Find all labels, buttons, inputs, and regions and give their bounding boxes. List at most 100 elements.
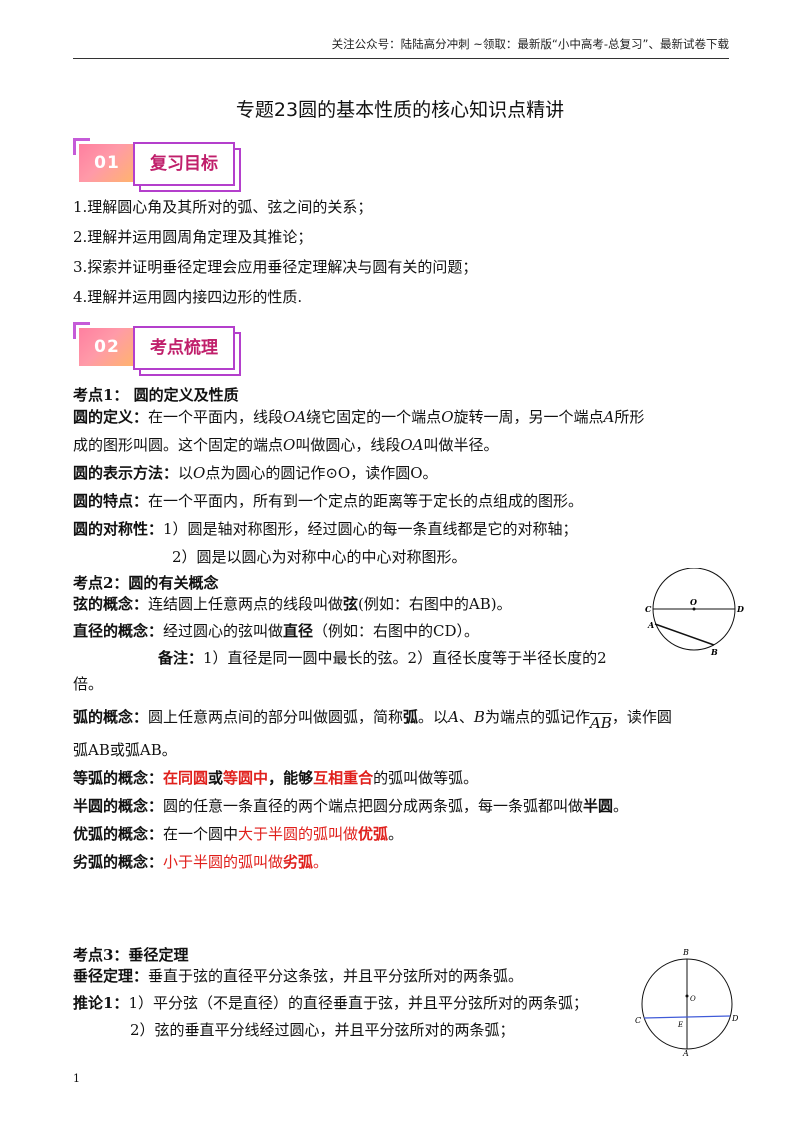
text: ，读作圆 (611, 708, 672, 726)
label-c: C (645, 604, 652, 614)
section-number: 02 (79, 328, 135, 366)
math-var: OA (283, 408, 307, 426)
arc-concept-cont: 弧AB或弧AB。 (73, 741, 177, 759)
goal-item: 2.理解并运用圆周角定理及其推论； (73, 228, 313, 246)
text: （例如：右图中的CD）。 (313, 622, 480, 640)
term-label: 圆的定义： (73, 408, 149, 426)
text: 叫做半径。 (423, 436, 499, 454)
math-var: O (283, 436, 296, 454)
label-o: O (690, 995, 696, 1003)
circle-diagram-perpendicular: B O C E D A (635, 948, 739, 1056)
header-rule (73, 58, 729, 59)
section-number: 01 (79, 144, 135, 182)
circle-diagram-chord-diameter: C O D A B (645, 568, 744, 657)
circle-notation: 圆的表示方法：以O点为圆心的圆记作⊙O，读作圆O。 (73, 462, 438, 483)
section-head-key-points: 02 考点梳理 (73, 322, 253, 376)
label-d: D (731, 1014, 739, 1023)
text: 弧 (403, 708, 419, 726)
text: 在一个平面内，线段 (148, 408, 284, 426)
text: 叫做圆心，线段 (295, 436, 401, 454)
note: 备注：1）直径是同一圆中最长的弦。2）直径长度等于半径长度的2 (158, 647, 607, 668)
term-label: 优弧的概念： (73, 825, 164, 843)
section-head-review-goals: 01 复习目标 (73, 138, 253, 192)
kp1-title: 考点1： 圆的定义及性质 (73, 386, 239, 404)
math-var: B (473, 708, 485, 726)
term-label: 直径的概念： (73, 622, 164, 640)
goal-item: 3.探索并证明垂径定理会应用垂径定理解决与圆有关的问题； (73, 258, 478, 276)
text: 优弧 (358, 825, 389, 843)
kp3-title: 考点3：垂径定理 (73, 946, 189, 964)
circle-feature: 圆的特点：在一个平面内，所有到一个定点的距离等于定长的点组成的图形。 (73, 490, 583, 511)
text: 所形 (614, 408, 645, 426)
text: 、 (458, 708, 474, 726)
section-label: 复习目标 (133, 142, 235, 186)
math-var: A (448, 708, 459, 726)
corner-deco (73, 138, 90, 155)
minor-arc-concept: 劣弧的概念：小于半圆的弧叫做劣弧。 (73, 851, 328, 872)
label-o: O (690, 597, 697, 607)
chord-concept: 弦的概念：连结圆上任意两点的线段叫做弦(例如：右图中的AB)。 (73, 593, 512, 614)
text: 点为圆心的圆记作⊙O，读作圆O。 (205, 464, 438, 482)
arc-concept: 弧的概念：圆上任意两点间的部分叫做圆弧，简称弧。以A、B为端点的弧记作AB，读作… (73, 706, 672, 732)
corollary-1: 推论1：1）平分弦（不是直径）的直径垂直于弦，并且平分弦所对的两条弧； (73, 992, 588, 1013)
text: 经过圆心的弦叫做 (163, 622, 284, 640)
label-e: E (677, 1021, 683, 1029)
math-var: A (603, 408, 615, 426)
text: ，能够 (268, 769, 314, 787)
perpendicular-diameter-theorem: 垂径定理：垂直于弦的直径平分这条弦，并且平分弦所对的两条弧。 (73, 965, 523, 986)
text: 1）直径是同一圆中最长的弦。2）直径长度等于半径长度的2 (203, 649, 607, 667)
circle-symmetry-2: 2）圆是以圆心为对称中心的中心对称图形。 (172, 548, 467, 566)
term-label: 弦的概念： (73, 595, 149, 613)
page-number: 1 (73, 1072, 80, 1085)
goal-item: 4.理解并运用圆内接四边形的性质. (73, 288, 303, 306)
text: 的弧叫做等弧。 (373, 769, 479, 787)
text: 连结圆上任意两点的线段叫做 (148, 595, 344, 613)
label-b: B (710, 647, 718, 657)
text: 劣弧 (283, 853, 314, 871)
term-label: 等弧的概念： (73, 769, 164, 787)
text: 半圆 (583, 797, 614, 815)
text: 。 (388, 825, 404, 843)
section-label: 考点梳理 (133, 326, 235, 370)
text: 在同圆 (163, 769, 209, 787)
math-var: O (193, 464, 206, 482)
text: 。 (313, 853, 329, 871)
text: 圆的任意一条直径的两个端点把圆分成两条弧，每一条弧都叫做 (163, 797, 584, 815)
goal-item: 1.理解圆心角及其所对的弧、弦之间的关系； (73, 198, 373, 216)
text: 1）平分弦（不是直径）的直径垂直于弦，并且平分弦所对的两条弧； (128, 994, 588, 1012)
diameter-concept: 直径的概念：经过圆心的弦叫做直径（例如：右图中的CD）。 (73, 620, 479, 641)
text: 成的图形叫圆。这个固定的端点 (73, 436, 284, 454)
text: 。 (613, 797, 629, 815)
term-label: 劣弧的概念： (73, 853, 164, 871)
text: 1）圆是轴对称图形，经过圆心的每一条直线都是它的对称轴； (163, 520, 578, 538)
label-a: A (647, 620, 654, 630)
text: 为端点的弧记作 (484, 708, 590, 726)
equal-arc-concept: 等弧的概念：在同圆或等圆中，能够互相重合的弧叫做等弧。 (73, 767, 478, 788)
circle-symmetry: 圆的对称性：1）圆是轴对称图形，经过圆心的每一条直线都是它的对称轴； (73, 518, 578, 539)
term-label: 半圆的概念： (73, 797, 164, 815)
text: 旋转一周，另一个端点 (453, 408, 604, 426)
term-label: 垂径定理： (73, 967, 149, 985)
text: 在一个圆中 (163, 825, 239, 843)
semicircle-concept: 半圆的概念：圆的任意一条直径的两个端点把圆分成两条弧，每一条弧都叫做半圆。 (73, 795, 628, 816)
label-b: B (682, 948, 689, 957)
text: 圆上任意两点间的部分叫做圆弧，简称 (148, 708, 404, 726)
major-arc-concept: 优弧的概念：在一个圆中大于半圆的弧叫做优弧。 (73, 823, 403, 844)
text: 互相重合 (313, 769, 374, 787)
center-point (685, 994, 689, 998)
page-title: 专题23圆的基本性质的核心知识点精讲 (235, 99, 565, 121)
text: 等圆中 (223, 769, 269, 787)
text: 在一个平面内，所有到一个定点的距离等于定长的点组成的图形。 (148, 492, 584, 510)
term-label: 圆的表示方法： (73, 464, 179, 482)
chord-ab (654, 623, 715, 646)
page-header: 关注公众号：陆陆高分冲刺 ~领取：最新版“小中高考-总复习”、最新试卷下载 (331, 37, 729, 51)
label-c: C (635, 1016, 641, 1025)
circle-definition-cont: 成的图形叫圆。这个固定的端点O叫做圆心，线段OA叫做半径。 (73, 434, 499, 455)
label-a: A (682, 1049, 689, 1056)
text: 。以 (418, 708, 449, 726)
circle-definition: 圆的定义：在一个平面内，线段OA绕它固定的一个端点O旋转一周，另一个端点A所形 (73, 406, 644, 427)
text: 弦 (343, 595, 359, 613)
corollary-1-item-2: 2）弦的垂直平分线经过圆心，并且平分弦所对的两条弧； (130, 1021, 515, 1039)
chord-cd (643, 1015, 731, 1019)
note-tail: 倍。 (73, 675, 104, 693)
